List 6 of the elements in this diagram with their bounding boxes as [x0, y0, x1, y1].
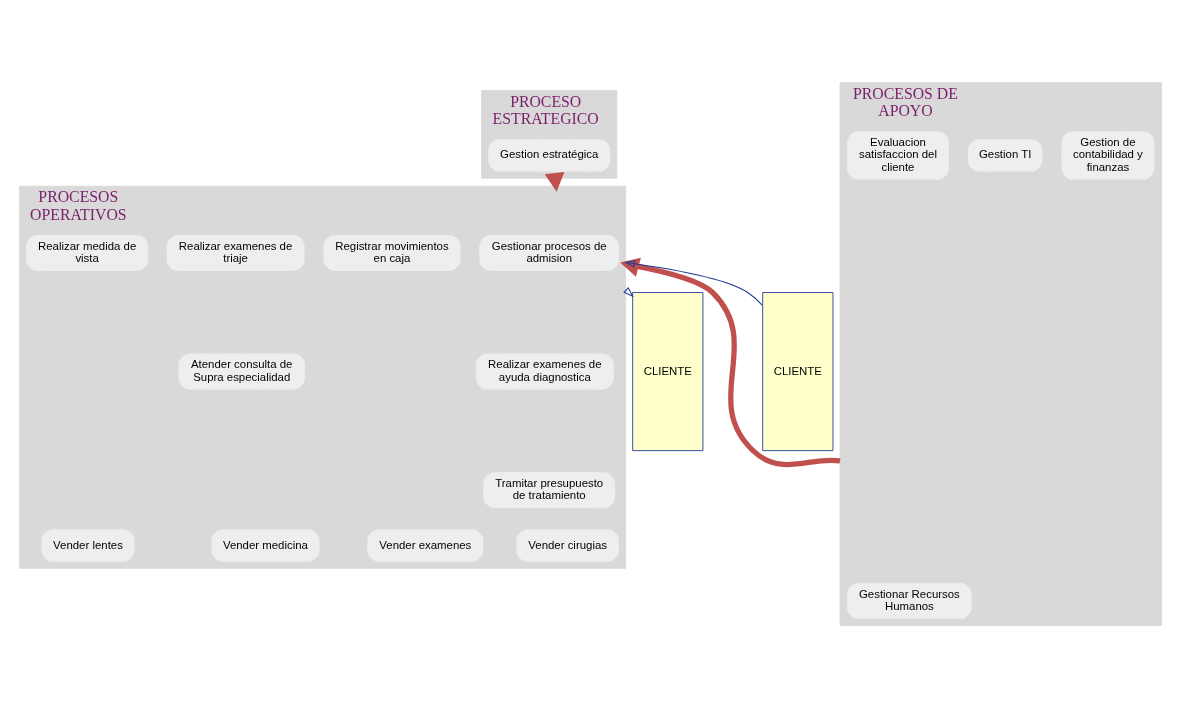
node-box: Gestion estratégica — [488, 138, 611, 172]
node-box: CLIENTE — [632, 291, 704, 451]
node-box: Gestionar procesos de admision — [479, 234, 620, 271]
arrow — [620, 257, 841, 467]
arrow — [544, 171, 565, 192]
node-box: CLIENTE — [762, 291, 834, 451]
